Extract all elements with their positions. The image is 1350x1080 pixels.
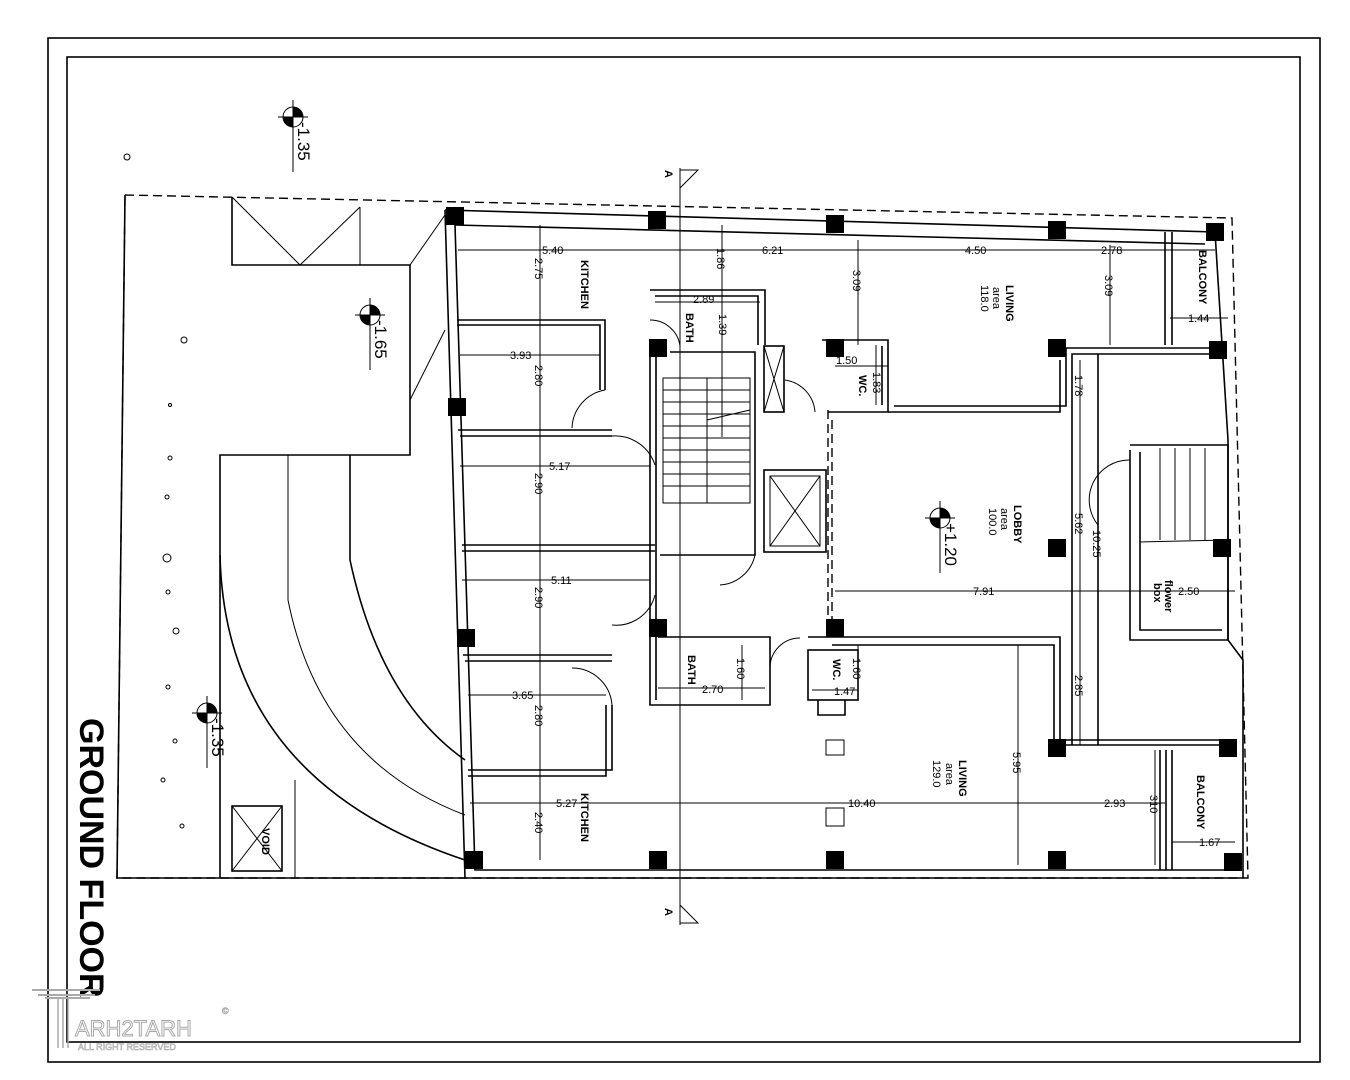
dimension: 7.91 xyxy=(973,586,994,598)
section-line-a xyxy=(679,168,700,925)
dimension-texts: 5.40 2.75 1.86 6.21 3.09 4.50 2.78 3.09 … xyxy=(510,245,1220,849)
dimension: 2.70 xyxy=(702,684,723,696)
dimension: 5.11 xyxy=(551,575,572,587)
dimension: 1.47 xyxy=(834,686,855,698)
area-label: area xyxy=(943,763,955,786)
room-lobby: LOBBY xyxy=(1011,505,1023,544)
dimension: 1.39 xyxy=(716,314,728,335)
dimension: 3.09 xyxy=(850,270,862,291)
dimension: 3.93 xyxy=(510,350,531,362)
dimension: 310 xyxy=(1147,795,1159,813)
building-walls xyxy=(444,209,1244,879)
section-mark-bottom: A xyxy=(662,908,674,916)
dimension: 1.86 xyxy=(714,248,726,269)
flower-box-label: box xyxy=(1151,583,1163,603)
level-label: -1.35 xyxy=(294,122,313,161)
area-label: area xyxy=(998,508,1010,531)
inner-frame xyxy=(66,56,1301,1043)
dimension: 10.25 xyxy=(1090,530,1102,558)
dimension: 5.17 xyxy=(549,461,570,473)
room-wc: WC. xyxy=(830,659,842,680)
dimension: 6.21 xyxy=(762,245,783,257)
dimension: 2.85 xyxy=(1072,675,1084,696)
dimension: 1.44 xyxy=(1188,313,1209,325)
room-living: LIVING xyxy=(956,760,968,797)
elevator xyxy=(763,469,827,553)
level-label: +1.20 xyxy=(941,523,960,566)
dimension: 1.60 xyxy=(850,658,862,679)
dimension: 2.80 xyxy=(532,365,544,386)
dimension: 1.67 xyxy=(1199,837,1220,849)
level-marker: +1.20 xyxy=(925,501,960,573)
dimension: 3.09 xyxy=(1102,275,1114,296)
level-label: -1.35 xyxy=(208,718,227,757)
dimension: 5.27 xyxy=(556,798,577,810)
room-bath: BATH xyxy=(685,655,697,685)
level-marker: -1.35 xyxy=(192,696,227,768)
room-wc: WC. xyxy=(856,375,868,396)
room-balcony: BALCONY xyxy=(1196,250,1208,305)
dimension: 1.60 xyxy=(734,658,746,679)
room-living: LIVING xyxy=(1003,285,1015,322)
dimension: 3.65 xyxy=(512,690,533,702)
room-kitchen: KITCHEN xyxy=(578,260,590,309)
dimension: 2.93 xyxy=(1104,798,1125,810)
area-value: 118.0 xyxy=(978,285,990,312)
ramp-area xyxy=(123,153,466,878)
dimension: 5.95 xyxy=(1010,752,1022,773)
dimension: 2.75 xyxy=(532,258,544,279)
dimension: 2.90 xyxy=(532,473,544,494)
site-boundary xyxy=(116,194,1249,879)
level-marker: -1.65 xyxy=(355,298,390,370)
area-value: 129.0 xyxy=(930,760,942,788)
room-kitchen: KITCHEN xyxy=(578,793,590,842)
area-value: 100.0 xyxy=(986,508,998,536)
section-mark-top: A xyxy=(662,170,674,178)
dimension: 2.40 xyxy=(532,812,544,833)
room-balcony: BALCONY xyxy=(1194,775,1206,830)
dimension: 5.40 xyxy=(542,245,563,257)
dimension: 2.80 xyxy=(532,705,544,726)
void-box xyxy=(231,805,283,872)
room-bath: BATH xyxy=(683,313,695,343)
dimension: 2.50 xyxy=(1178,586,1199,598)
dimension: 2.90 xyxy=(532,587,544,608)
outer-frame xyxy=(47,37,1321,1063)
flower-box-label: flower xyxy=(1162,580,1174,613)
dimension-lines xyxy=(458,225,1235,865)
void-label: VOID xyxy=(259,828,271,855)
logo-name: ARH2TARH xyxy=(75,1016,192,1041)
dimension: 10.40 xyxy=(848,798,876,810)
area-label: area xyxy=(990,287,1002,310)
room-labels: KITCHEN KITCHEN BATH BATH WC. WC. LIVING… xyxy=(259,250,1208,855)
site-wall xyxy=(116,194,465,879)
dimension: 1.50 xyxy=(836,355,857,367)
structural-columns xyxy=(446,207,1242,871)
dimension: 4.50 xyxy=(965,245,986,257)
drawing-title: GROUND FLOOR xyxy=(72,718,110,998)
dimension: 1.83 xyxy=(870,372,882,393)
dimension: 2.89 xyxy=(693,294,714,306)
dimension: 5.62 xyxy=(1072,513,1084,534)
logo-tagline: ALL RIGHT RESERVED xyxy=(78,1042,176,1052)
dimension: 1.78 xyxy=(1072,375,1084,396)
level-label: -1.65 xyxy=(371,320,390,359)
level-marker: -1.35 xyxy=(278,100,313,172)
logo-watermark: ARH2TARH © ALL RIGHT RESERVED xyxy=(32,989,229,1052)
dimension: 2.78 xyxy=(1101,245,1122,257)
logo-copyright: © xyxy=(222,1006,229,1016)
